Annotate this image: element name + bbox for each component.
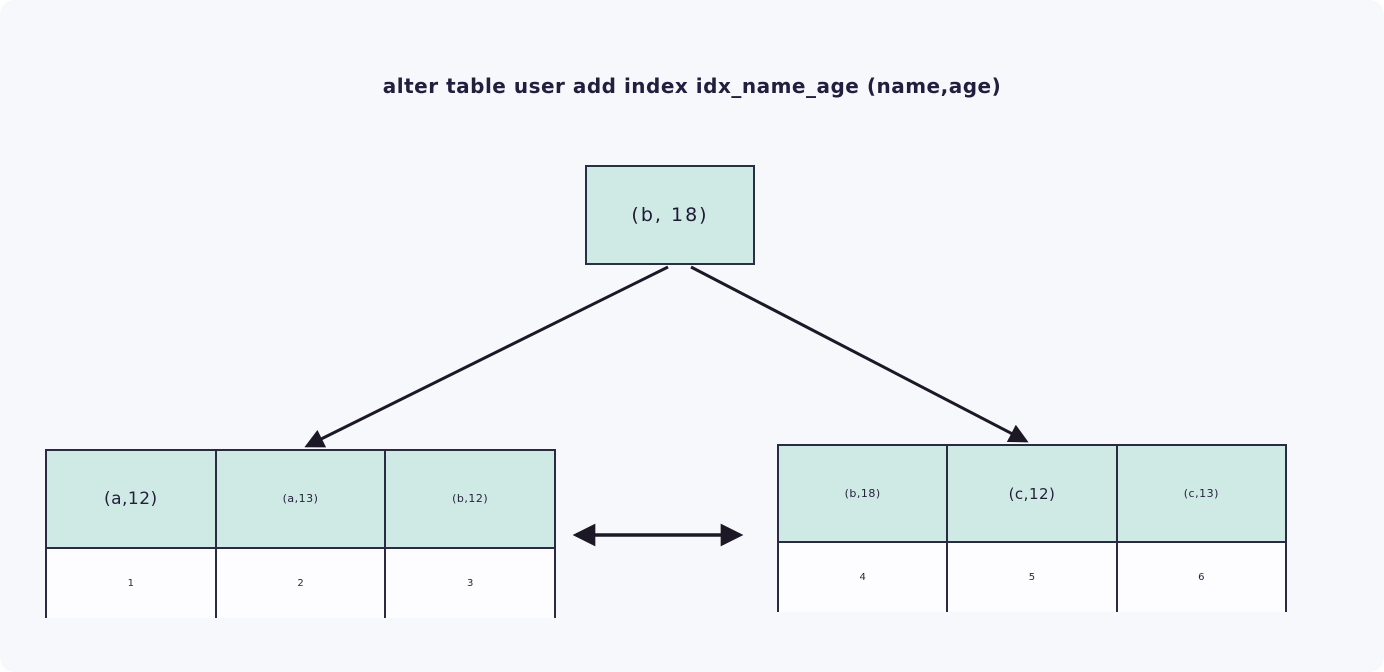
edge-root-to-right-page [690, 265, 1029, 443]
key-cell: (b,12) [386, 451, 554, 547]
root-index-node: (b, 18) [585, 165, 755, 265]
leaf-page-right-id-row: 4 5 6 [779, 543, 1285, 612]
key-cell: (b,18) [779, 446, 949, 542]
leaf-page-right-key-row: (b,18) (c,12) (c,13) [779, 446, 1285, 544]
key-cell-label: (a,13) [282, 492, 319, 506]
leaf-page-right: (b,18) (c,12) (c,13) 4 5 6 [777, 444, 1287, 612]
row-id-cell: 6 [1118, 543, 1285, 612]
key-cell: (a,12) [47, 451, 217, 547]
key-cell: (a,13) [217, 451, 387, 547]
row-id-label: 4 [859, 572, 866, 584]
key-cell: (c,13) [1118, 446, 1285, 541]
leaf-page-left: (a,12) (a,13) (b,12) 1 2 3 [45, 449, 556, 618]
row-id-cell: 5 [948, 543, 1118, 612]
row-id-cell: 2 [217, 548, 387, 618]
root-index-node-label: (b, 18) [631, 204, 709, 226]
row-id-cell: 1 [47, 548, 217, 618]
leaf-page-left-key-row: (a,12) (a,13) (b,12) [47, 451, 554, 549]
diagram-title: alter table user add index idx_name_age … [382, 74, 1002, 98]
row-id-label: 1 [127, 577, 135, 589]
key-cell-label: (a,12) [103, 488, 158, 509]
row-id-label: 5 [1028, 572, 1036, 584]
key-cell-label: (c,12) [1008, 484, 1056, 503]
row-id-cell: 4 [779, 543, 949, 612]
row-id-label: 2 [297, 577, 304, 589]
leaf-page-left-id-row: 1 2 3 [47, 548, 554, 618]
row-id-label: 3 [466, 577, 474, 589]
key-cell-label: (b,18) [844, 487, 881, 501]
key-cell-label: (b,12) [452, 492, 489, 506]
key-cell-label: (c,13) [1183, 487, 1219, 501]
row-id-cell: 3 [386, 549, 554, 618]
row-id-label: 6 [1198, 572, 1205, 584]
key-cell: (c,12) [948, 446, 1118, 542]
edge-root-to-left-page [304, 265, 669, 448]
